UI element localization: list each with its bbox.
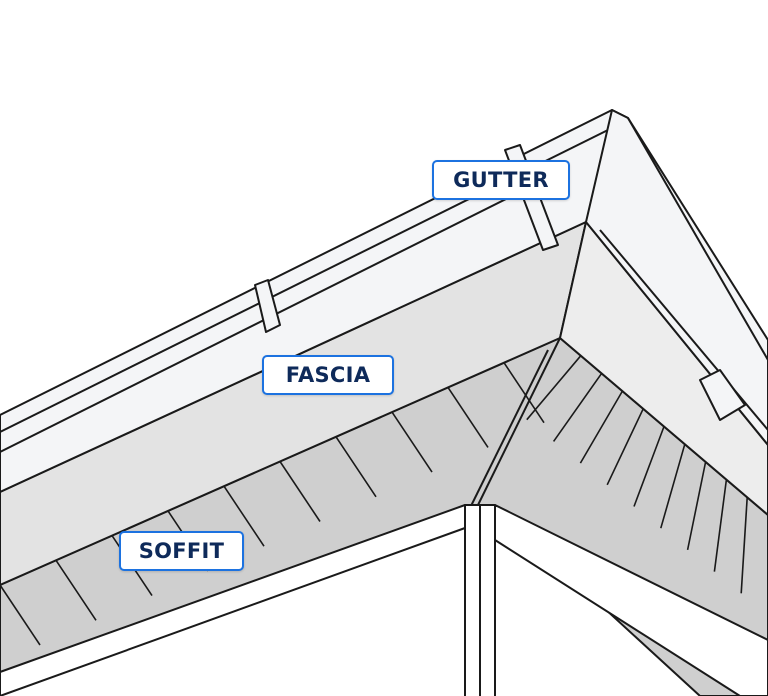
gutter-side [585, 109, 768, 446]
soffit-slat [279, 461, 321, 522]
hip-brace [477, 337, 561, 506]
gutter-label: GUTTER [432, 160, 570, 200]
soffit-slat [223, 485, 265, 547]
soffit-slat [55, 559, 97, 621]
soffit-slat [713, 479, 728, 572]
soffit-slat [633, 426, 665, 507]
soffit-slat [0, 584, 41, 646]
soffit-slat [447, 386, 489, 448]
gutter-bracket [254, 279, 281, 333]
soffit-label: SOFFIT [119, 531, 244, 571]
soffit-slat [552, 372, 603, 442]
soffit-slat [740, 497, 748, 594]
soffit-slat [526, 355, 582, 421]
soffit-slat [391, 411, 433, 473]
soffit-slat [503, 362, 545, 424]
soffit-slat [606, 408, 644, 486]
soffit-slat [335, 436, 377, 498]
soffit-slat [686, 461, 707, 551]
gutter-bracket [699, 369, 746, 421]
fascia-label: FASCIA [262, 355, 394, 395]
soffit-slat [579, 390, 624, 464]
soffit-slat [660, 443, 686, 529]
